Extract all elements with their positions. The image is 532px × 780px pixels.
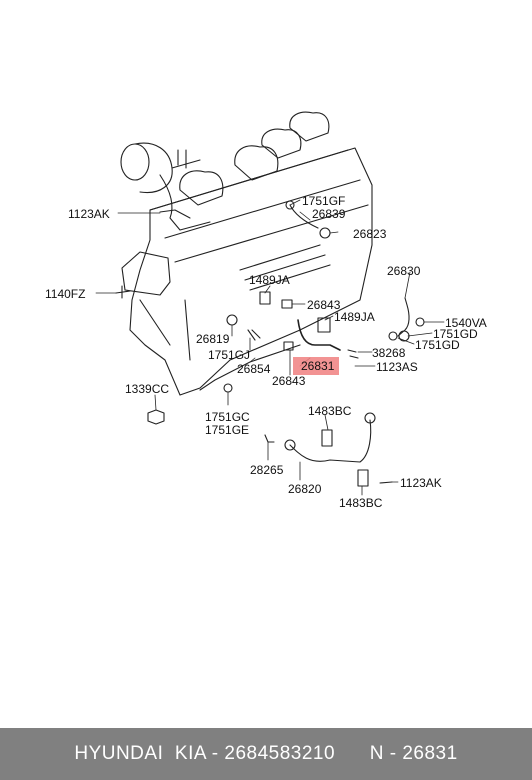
label-26831[interactable]: 26831 — [301, 359, 335, 373]
highlight-26831 — [293, 357, 339, 375]
engine-drawing — [95, 111, 445, 496]
washer-1751gd-2 — [388, 331, 398, 341]
valve-cover-2 — [234, 145, 279, 181]
valve-cover-4 — [289, 111, 330, 142]
label-1751gf[interactable]: 1751GF — [302, 194, 346, 208]
turbo-housing — [120, 143, 150, 181]
label-1123as[interactable]: 1123AS — [376, 360, 418, 374]
block-skirt — [139, 299, 301, 391]
label-1483bc-b[interactable]: 1483BC — [339, 496, 383, 510]
label-28265[interactable]: 28265 — [250, 463, 284, 477]
fitting-26823 — [319, 227, 331, 239]
bracket-1123ak — [159, 209, 191, 219]
hose-end — [364, 412, 376, 424]
label-38268[interactable]: 38268 — [372, 346, 406, 360]
label-1123ak-top[interactable]: 1123AK — [68, 207, 110, 221]
clip-1483bc-b — [357, 469, 369, 487]
leader-lines — [95, 199, 445, 496]
clip-1489ja — [317, 317, 331, 333]
label-26819[interactable]: 26819 — [196, 332, 230, 346]
washer-1751gd — [398, 330, 410, 342]
pipe-26839 — [289, 204, 319, 229]
bolt-1123ak-b — [379, 481, 393, 484]
nut-1339cc — [147, 409, 165, 425]
manifold — [159, 174, 211, 231]
label-1123ak-bottom[interactable]: 1123AK — [400, 476, 442, 490]
fitting-1540va — [415, 317, 425, 327]
footer-text: HYUNDAI KIA - 2684583210 N - 26831 — [74, 743, 458, 764]
label-1540va[interactable]: 1540VA — [445, 316, 487, 330]
label-26820[interactable]: 26820 — [288, 482, 322, 496]
pipe-26830 — [397, 297, 410, 337]
connector-38268 — [347, 349, 359, 359]
pipe-26831 — [297, 319, 341, 351]
label-1140fz[interactable]: 1140FZ — [45, 287, 86, 301]
label-26830[interactable]: 26830 — [387, 264, 421, 278]
bolt-26843-b — [283, 341, 294, 351]
label-1751gc[interactable]: 1751GC — [205, 410, 250, 424]
valve-cover-1 — [179, 170, 224, 206]
washer-1751gc — [223, 383, 233, 393]
label-26823[interactable]: 26823 — [353, 227, 387, 241]
turbo-body — [134, 142, 173, 194]
label-26843-b[interactable]: 26843 — [272, 374, 306, 388]
valve-cover-3 — [261, 128, 302, 159]
hose-26820 — [289, 419, 372, 463]
label-1751gd-a[interactable]: 1751GD — [433, 327, 478, 341]
label-1339cc[interactable]: 1339CC — [125, 382, 170, 396]
clip-1483bc-a — [321, 429, 333, 447]
label-1751gd-b[interactable]: 1751GD — [415, 338, 460, 352]
oil-pan-rail — [239, 244, 331, 291]
label-26843-a[interactable]: 26843 — [307, 298, 341, 312]
bolt-1140fz — [115, 285, 131, 299]
label-1751gj[interactable]: 1751GJ — [208, 348, 251, 362]
left-pipe — [121, 251, 171, 296]
engine-block-outline — [129, 147, 373, 396]
plug-26819 — [226, 314, 238, 326]
cylinder-head-edge — [149, 149, 369, 263]
label-26854[interactable]: 26854 — [237, 362, 271, 376]
part-number-footer: HYUNDAI KIA - 2684583210 N - 26831 — [0, 728, 532, 780]
label-1751ge[interactable]: 1751GE — [205, 423, 250, 437]
label-1483bc-a[interactable]: 1483BC — [308, 404, 352, 418]
parts-diagram: 1751GF 26839 1123AK 26823 26830 1489JA 1… — [45, 111, 487, 510]
turbo-pipe — [171, 149, 201, 169]
label-26839[interactable]: 26839 — [312, 207, 346, 221]
clip-1489ja-a — [259, 291, 271, 305]
label-1489ja-b[interactable]: 1489JA — [334, 310, 375, 324]
label-1489ja-a[interactable]: 1489JA — [249, 273, 290, 287]
bracket-28265 — [264, 434, 275, 443]
fitting-1751gf — [285, 200, 295, 210]
bolt-26843 — [281, 299, 293, 309]
sensor-1751gj — [247, 329, 261, 341]
hose-end-2 — [284, 439, 296, 451]
